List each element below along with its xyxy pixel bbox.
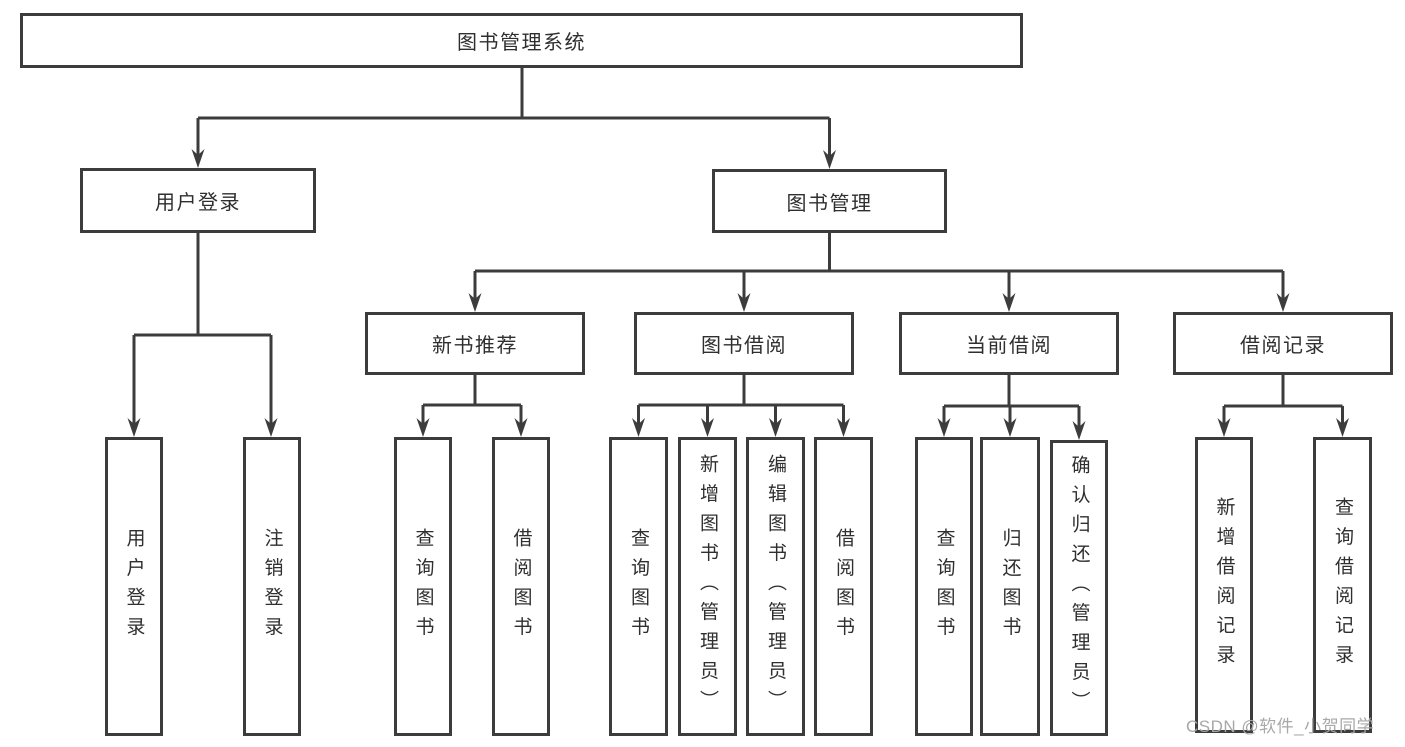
node-label: 查询图书	[933, 527, 955, 646]
node-logout-action: 注销登录	[243, 437, 301, 736]
node-label: 用户登录	[155, 192, 241, 214]
arrowhead-icon	[1276, 293, 1290, 312]
node-add-books-admin: 新增图书（管理员）	[678, 437, 737, 736]
node-label: 查询图书	[628, 527, 649, 646]
node-label: 图书管理	[786, 192, 873, 215]
node-query-borrowing-record: 查询借阅记录	[1313, 437, 1372, 733]
node-label: 借阅记录	[1240, 335, 1326, 357]
arrowhead-icon	[937, 418, 951, 437]
arrowhead-icon	[127, 418, 141, 437]
node-edit-books-admin: 编辑图书（管理员）	[746, 437, 805, 736]
node-borrowing-records: 借阅记录	[1173, 312, 1393, 375]
node-label: 图书借阅	[701, 335, 787, 357]
node-label: 查询图书	[412, 527, 434, 646]
node-query-books-rec: 查询图书	[394, 437, 452, 736]
node-query-books-current: 查询图书	[915, 437, 973, 736]
node-confirm-return-admin: 确认归还（管理员）	[1050, 440, 1108, 736]
node-label: 归还图书	[999, 527, 1021, 646]
node-add-borrowing-record: 新增借阅记录	[1195, 437, 1253, 733]
node-label: 新增图书（管理员）	[697, 453, 718, 720]
node-return-books: 归还图书	[980, 437, 1040, 736]
node-label: 借阅图书	[510, 527, 532, 646]
arrowhead-icon	[632, 418, 645, 437]
node-current-borrowing: 当前借阅	[899, 312, 1119, 375]
arrowhead-icon	[191, 149, 205, 168]
arrowhead-icon	[737, 293, 751, 312]
node-label: 新增借阅记录	[1213, 496, 1235, 674]
node-root: 图书管理系统	[20, 13, 1023, 68]
node-user-login: 用户登录	[80, 168, 316, 233]
node-label: 用户登录	[123, 527, 145, 646]
arrowhead-icon	[1002, 293, 1016, 312]
node-label: 注销登录	[261, 527, 283, 646]
node-user-login-action: 用户登录	[105, 437, 163, 736]
arrowhead-icon	[264, 418, 278, 437]
arrowhead-icon	[468, 293, 482, 312]
arrowhead-icon	[769, 418, 782, 437]
arrowhead-icon	[837, 418, 850, 437]
arrowhead-icon	[823, 150, 836, 169]
node-label: 编辑图书（管理员）	[765, 453, 786, 720]
node-label: 查询借阅记录	[1332, 496, 1353, 674]
node-book-borrowing: 图书借阅	[634, 312, 854, 375]
arrowhead-icon	[1003, 418, 1017, 437]
node-label: 确认归还（管理员）	[1068, 455, 1090, 721]
arrowhead-icon	[701, 418, 714, 437]
node-label: 图书管理系统	[457, 32, 586, 54]
arrowhead-icon	[1072, 421, 1086, 440]
arrowhead-icon	[1217, 418, 1231, 437]
arrowhead-icon	[514, 418, 528, 437]
node-borrow-books-rec: 借阅图书	[492, 437, 550, 736]
node-new-book-recommend: 新书推荐	[365, 312, 585, 375]
arrowhead-icon	[416, 418, 430, 437]
node-book-management: 图书管理	[712, 169, 947, 233]
node-label: 当前借阅	[966, 335, 1052, 357]
watermark-text: CSDN @软件_小贺同学	[1186, 717, 1375, 736]
arrowhead-icon	[1336, 418, 1349, 437]
node-query-books-borrow: 查询图书	[609, 437, 668, 736]
node-borrow-books-borrow: 借阅图书	[814, 437, 873, 736]
node-label: 借阅图书	[833, 527, 854, 646]
node-label: 新书推荐	[432, 335, 518, 357]
